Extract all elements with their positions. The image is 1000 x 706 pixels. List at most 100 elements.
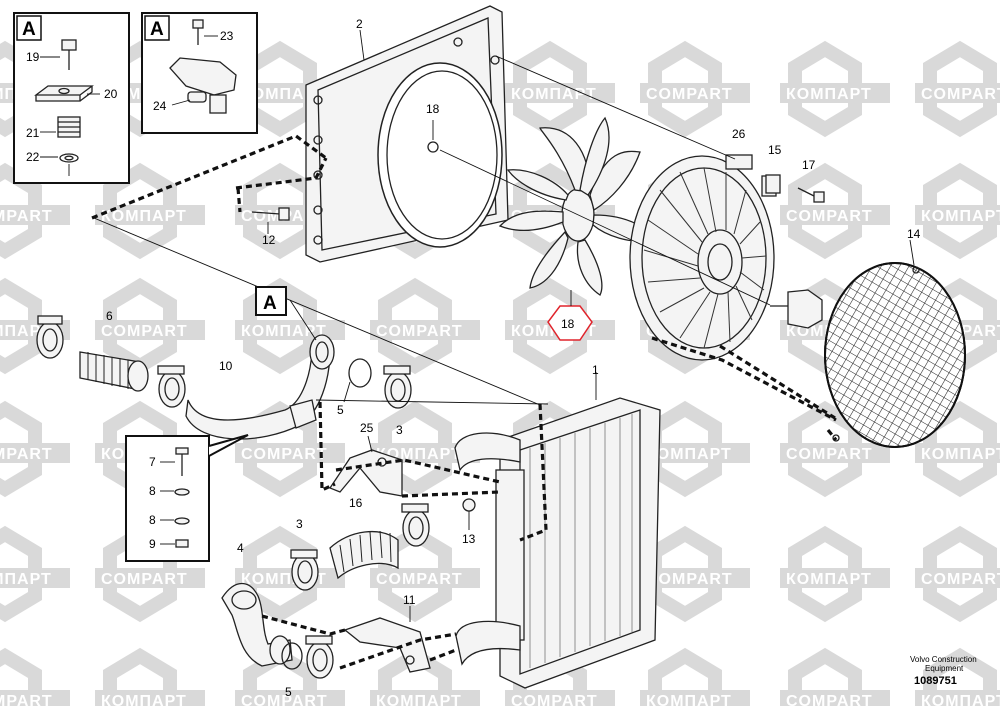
part-label: 1 bbox=[592, 363, 599, 377]
hose-clamp bbox=[305, 635, 334, 679]
watermark-text: КОМПАРТ bbox=[101, 693, 187, 706]
part-label: 9 bbox=[149, 537, 156, 551]
watermark-text: COMPART bbox=[511, 693, 598, 706]
watermark-text: COMPART bbox=[0, 693, 53, 706]
watermark-text: COMPART bbox=[101, 323, 188, 340]
watermark-text: КОМПАРТ bbox=[786, 571, 872, 588]
part-label: 12 bbox=[262, 233, 276, 247]
hose-clamp bbox=[157, 365, 186, 408]
watermark-badge: КОМПАРТ bbox=[915, 647, 1000, 706]
part-label: 18 bbox=[426, 102, 440, 116]
watermark-badge: КОМПАРТ bbox=[235, 277, 345, 375]
mounting-bracket bbox=[343, 606, 431, 673]
grommet bbox=[462, 498, 476, 512]
watermark-badge: КОМПАРТ bbox=[95, 647, 205, 706]
part-label: 4 bbox=[237, 541, 244, 555]
hose-clamp bbox=[290, 549, 319, 591]
watermark-badge: КОМПАРТ bbox=[0, 525, 70, 623]
detail-callout-a: A bbox=[255, 286, 287, 316]
bolt bbox=[251, 211, 281, 215]
part-label: 13 bbox=[462, 532, 476, 546]
watermark-badge: COMPART bbox=[640, 40, 750, 138]
watermark-badge: COMPART bbox=[780, 162, 890, 260]
charge-air-pipe bbox=[185, 334, 335, 440]
watermark-text: КОМПАРТ bbox=[376, 693, 462, 706]
charge-air-elbow bbox=[221, 582, 293, 667]
fan-shroud bbox=[305, 5, 509, 263]
watermark-badge: КОМПАРТ bbox=[640, 647, 750, 706]
highlighted-part-hexagon bbox=[547, 290, 593, 341]
part-label: 10 bbox=[219, 359, 233, 373]
detail-box-letter: A bbox=[150, 19, 164, 40]
part-label: 20 bbox=[104, 87, 118, 101]
detail-box-letter: A bbox=[22, 19, 36, 40]
spacer bbox=[765, 174, 781, 194]
watermark-badge: COMPART bbox=[780, 400, 890, 498]
part-label: 6 bbox=[106, 309, 113, 323]
o-ring bbox=[281, 642, 303, 670]
part-label: 2 bbox=[356, 17, 363, 31]
watermark-badge: КОМПАРТ bbox=[505, 40, 615, 138]
detail-box-a-right: A bbox=[141, 12, 258, 134]
part-label: 16 bbox=[349, 496, 363, 510]
watermark-text: COMPART bbox=[646, 86, 733, 103]
watermark-badge: КОМПАРТ bbox=[370, 647, 480, 706]
watermark-badge: COMPART bbox=[780, 647, 890, 706]
hose-clamp bbox=[383, 365, 412, 409]
watermark-badge: КОМПАРТ bbox=[915, 162, 1000, 260]
watermark-text: COMPART bbox=[786, 446, 873, 463]
watermark-text: COMPART bbox=[376, 323, 463, 340]
watermark-text: COMPART bbox=[921, 86, 1000, 103]
watermark-text: COMPART bbox=[921, 571, 1000, 588]
watermark-text: COMPART bbox=[101, 571, 188, 588]
part-label: 8 bbox=[149, 513, 156, 527]
publisher-credit: Volvo Construction Equipment 1089751 bbox=[910, 655, 977, 687]
part-label: 23 bbox=[220, 29, 234, 43]
watermark-text: КОМПАРТ bbox=[646, 693, 732, 706]
part-label: 26 bbox=[732, 127, 746, 141]
watermark-badge: COMPART bbox=[370, 277, 480, 375]
watermark-badge: КОМПАРТ bbox=[780, 525, 890, 623]
watermark-badge: COMPART bbox=[915, 525, 1000, 623]
watermark-badge: КОМПАРТ bbox=[95, 162, 205, 260]
watermark-text: КОМПАРТ bbox=[101, 208, 187, 225]
watermark-text: КОМПАРТ bbox=[511, 86, 597, 103]
radiator-core bbox=[454, 372, 661, 689]
part-label: 5 bbox=[285, 685, 292, 699]
watermark-badge: COMPART bbox=[0, 400, 70, 498]
watermark-badge: КОМПАРТ bbox=[780, 40, 890, 138]
watermark-text: КОМПАРТ bbox=[0, 571, 52, 588]
part-number-labels: 1 2 3 3 4 5 5 6 7 8 8 9 10 11 12 13 14 1… bbox=[26, 17, 921, 699]
detail-box-letter: A bbox=[263, 293, 277, 314]
watermark-text: КОМПАРТ bbox=[241, 323, 327, 340]
watermark-text: COMPART bbox=[0, 446, 53, 463]
part-label: 19 bbox=[26, 50, 40, 64]
watermark-text: КОМПАРТ bbox=[921, 446, 1000, 463]
part-label: 24 bbox=[153, 99, 167, 113]
part-label: 3 bbox=[396, 423, 403, 437]
watermark-text: КОМПАРТ bbox=[921, 693, 1000, 706]
hose-clamp bbox=[401, 503, 430, 547]
watermark-text: COMPART bbox=[646, 571, 733, 588]
rubber-bellows-hose bbox=[79, 351, 149, 392]
credit-line-1: Volvo Construction bbox=[910, 655, 977, 664]
hose-clamp bbox=[36, 315, 64, 359]
part-label: 22 bbox=[26, 150, 40, 164]
watermark-badge: КОМПАРТ bbox=[0, 277, 70, 375]
part-label: 8 bbox=[149, 484, 156, 498]
part-label: 17 bbox=[802, 158, 816, 172]
part-label: 7 bbox=[149, 455, 156, 469]
detail-box-a-left: A bbox=[13, 12, 130, 184]
watermark-badge: COMPART bbox=[235, 647, 345, 706]
part-label: 5 bbox=[337, 403, 344, 417]
detail-box-bolt-set bbox=[125, 434, 249, 562]
watermark-badge: COMPART bbox=[95, 277, 205, 375]
part-label: 11 bbox=[403, 593, 416, 607]
document-number: 1089751 bbox=[914, 675, 957, 687]
credit-line-2: Equipment bbox=[925, 664, 964, 673]
part-label: 15 bbox=[768, 143, 782, 157]
watermark-text: COMPART bbox=[241, 446, 328, 463]
watermark-text: КОМПАРТ bbox=[921, 208, 1000, 225]
watermark-text: КОМПАРТ bbox=[646, 446, 732, 463]
